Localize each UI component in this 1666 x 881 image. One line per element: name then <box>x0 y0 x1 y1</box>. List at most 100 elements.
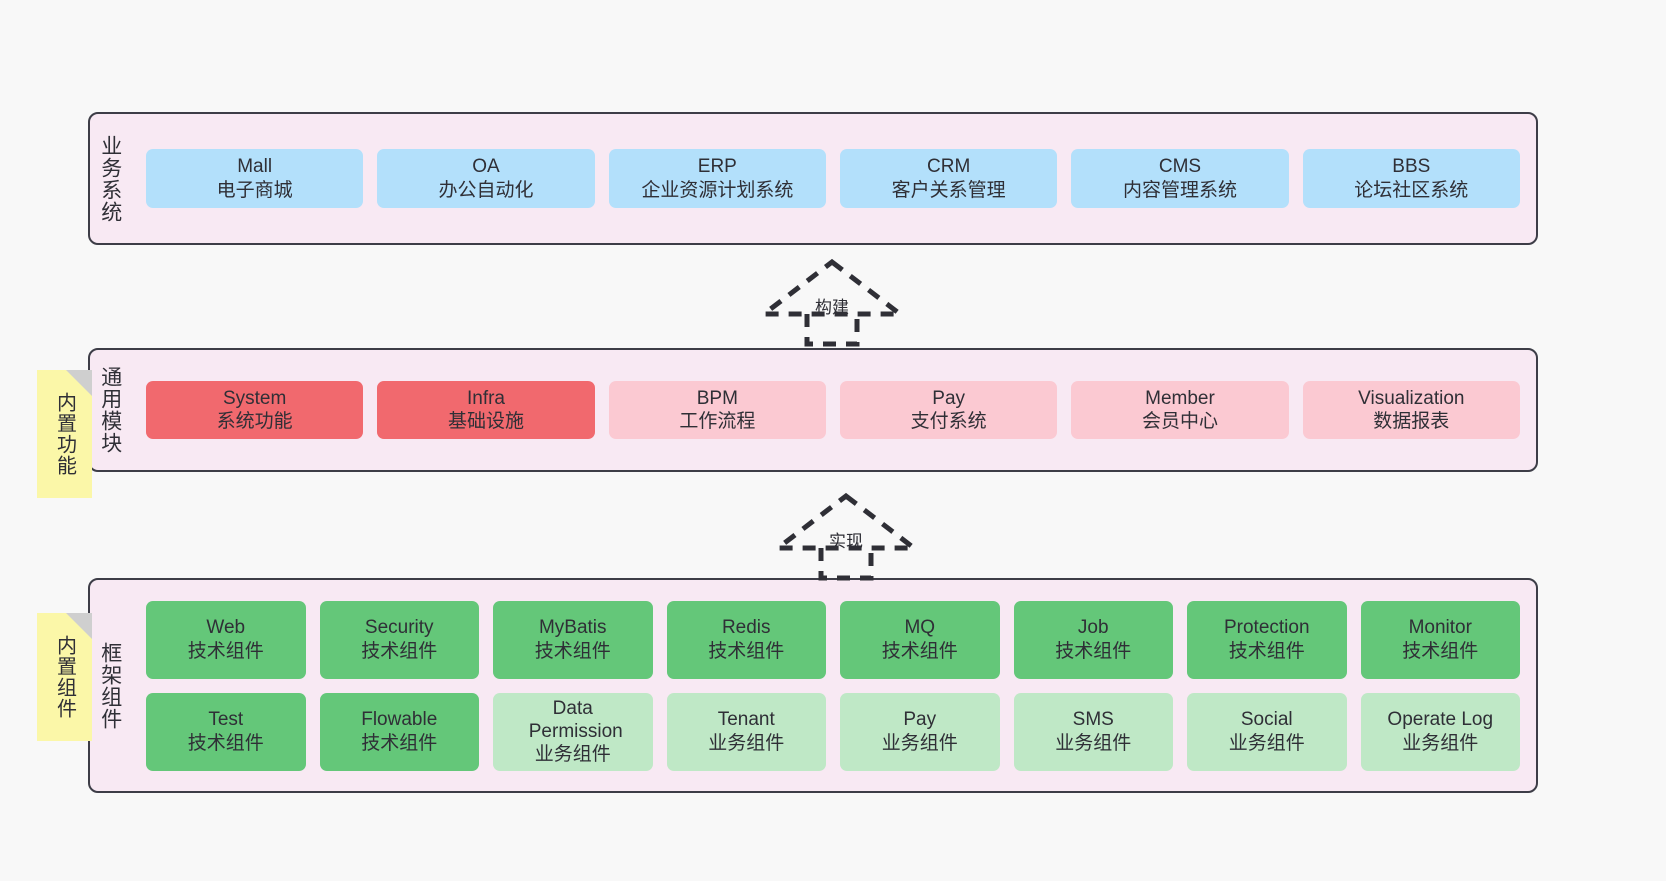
card-subtitle: 技术组件 <box>361 640 438 662</box>
card-visualization[interactable]: Visualization 数据报表 <box>1302 380 1520 440</box>
card-bbs[interactable]: BBS 论坛社区系统 <box>1302 149 1520 208</box>
card-subtitle: 业务组件 <box>1228 732 1305 754</box>
card-title: SMS <box>1072 709 1114 731</box>
card-social[interactable]: Social 业务组件 <box>1187 692 1347 771</box>
card-subtitle: 业务组件 <box>534 744 611 766</box>
card-subtitle: 数据报表 <box>1373 411 1450 432</box>
card-mq[interactable]: MQ 技术组件 <box>840 600 1000 679</box>
card-subtitle: 技术组件 <box>881 640 958 662</box>
card-title: Data Permission <box>528 697 623 742</box>
card-subtitle: 客户关系管理 <box>891 179 1006 201</box>
card-subtitle: 工作流程 <box>679 411 756 432</box>
card-title: Pay <box>903 709 937 731</box>
note-builtin-features: 内置功能 <box>37 370 92 498</box>
card-sms[interactable]: SMS 业务组件 <box>1013 692 1173 771</box>
card-row: System 系统功能 Infra 基础设施 BPM 工作流程 Pay 支付系统… <box>146 380 1520 440</box>
card-title: Web <box>206 617 246 639</box>
card-title: MQ <box>904 617 936 639</box>
connector-build-label: 构建 <box>815 298 849 317</box>
card-operate-log[interactable]: Operate Log 业务组件 <box>1360 692 1520 771</box>
card-subtitle: 支付系统 <box>910 411 987 432</box>
card-subtitle: 技术组件 <box>1228 640 1305 662</box>
card-subtitle: 系统功能 <box>216 411 293 432</box>
card-subtitle: 企业资源计划系统 <box>641 179 794 201</box>
card-subtitle: 业务组件 <box>1055 732 1132 754</box>
card-security[interactable]: Security 技术组件 <box>319 600 479 679</box>
card-subtitle: 电子商城 <box>216 179 293 201</box>
layer-title-framework-components: 框架组件 <box>98 641 122 730</box>
card-subtitle: 业务组件 <box>881 732 958 754</box>
layer-body-business-systems: Mall 电子商城 OA 办公自动化 ERP 企业资源计划系统 CRM 客户关系… <box>130 114 1536 243</box>
layer-common-modules: 通用模块 System 系统功能 Infra 基础设施 BPM 工作流程 Pay… <box>88 348 1538 472</box>
card-monitor[interactable]: Monitor 技术组件 <box>1360 600 1520 679</box>
card-title: Protection <box>1223 617 1310 639</box>
card-title: Mall <box>237 156 273 178</box>
card-erp[interactable]: ERP 企业资源计划系统 <box>608 149 826 208</box>
note-label: 内置组件 <box>53 635 76 719</box>
card-title: MyBatis <box>538 617 607 639</box>
card-member[interactable]: Member 会员中心 <box>1071 380 1289 440</box>
card-tenant[interactable]: Tenant 业务组件 <box>666 692 826 771</box>
card-title: CRM <box>927 156 971 178</box>
card-redis[interactable]: Redis 技术组件 <box>666 600 826 679</box>
card-mybatis[interactable]: MyBatis 技术组件 <box>493 600 653 679</box>
card-title: BPM <box>696 387 738 409</box>
card-title: Social <box>1240 709 1293 731</box>
card-oa[interactable]: OA 办公自动化 <box>377 149 595 208</box>
note-label: 内置功能 <box>53 392 76 476</box>
card-flowable[interactable]: Flowable 技术组件 <box>319 692 479 771</box>
card-title: Member <box>1145 387 1215 409</box>
connector-implement-icon <box>770 492 922 581</box>
card-data-permission[interactable]: Data Permission 业务组件 <box>493 692 653 771</box>
card-title: Pay <box>932 387 966 409</box>
layer-body-common-modules: System 系统功能 Infra 基础设施 BPM 工作流程 Pay 支付系统… <box>130 350 1536 470</box>
connector-build-icon <box>756 258 908 347</box>
card-subtitle: 技术组件 <box>1402 640 1479 662</box>
card-subtitle: 技术组件 <box>534 640 611 662</box>
layer-framework-components: 框架组件 Web 技术组件 Security 技术组件 MyBatis 技术组件… <box>88 578 1538 793</box>
note-fold-corner-icon <box>66 370 92 396</box>
connector-implement: 实现 <box>766 490 926 582</box>
card-row: Test 技术组件 Flowable 技术组件 Data Permission … <box>146 692 1520 771</box>
card-job[interactable]: Job 技术组件 <box>1013 600 1173 679</box>
connector-implement-label: 实现 <box>829 532 863 551</box>
card-title: Infra <box>466 387 505 409</box>
card-subtitle: 技术组件 <box>187 732 264 754</box>
card-title: OA <box>472 156 500 178</box>
card-title: Tenant <box>717 709 775 731</box>
layer-title-business-systems: 业务系统 <box>98 134 122 223</box>
note-builtin-components: 内置组件 <box>37 613 92 741</box>
card-subtitle: 会员中心 <box>1141 411 1218 432</box>
card-cms[interactable]: CMS 内容管理系统 <box>1071 149 1289 208</box>
card-title: Security <box>364 617 434 639</box>
card-web[interactable]: Web 技术组件 <box>146 600 306 679</box>
layer-title-common-modules: 通用模块 <box>98 366 122 454</box>
note-fold-corner-icon <box>66 613 92 639</box>
card-system[interactable]: System 系统功能 <box>146 380 364 440</box>
card-subtitle: 基础设施 <box>447 411 524 432</box>
card-title: CMS <box>1158 156 1202 178</box>
card-infra[interactable]: Infra 基础设施 <box>377 380 595 440</box>
card-title: System <box>222 387 287 409</box>
card-pay-component[interactable]: Pay 业务组件 <box>840 692 1000 771</box>
card-title: Flowable <box>361 709 438 731</box>
card-title: Operate Log <box>1387 709 1494 731</box>
card-pay[interactable]: Pay 支付系统 <box>839 380 1058 440</box>
card-subtitle: 技术组件 <box>187 640 264 662</box>
card-subtitle: 内容管理系统 <box>1122 179 1237 201</box>
card-title: Test <box>208 709 244 731</box>
layer-business-systems: 业务系统 Mall 电子商城 OA 办公自动化 ERP 企业资源计划系统 CRM… <box>88 112 1538 245</box>
card-subtitle: 技术组件 <box>708 640 785 662</box>
card-crm[interactable]: CRM 客户关系管理 <box>839 149 1058 208</box>
card-subtitle: 办公自动化 <box>438 179 534 201</box>
card-test[interactable]: Test 技术组件 <box>146 692 306 771</box>
card-title: BBS <box>1392 156 1431 178</box>
card-mall[interactable]: Mall 电子商城 <box>146 149 364 208</box>
card-title: Job <box>1077 617 1109 639</box>
card-subtitle: 业务组件 <box>708 732 785 754</box>
card-row: Mall 电子商城 OA 办公自动化 ERP 企业资源计划系统 CRM 客户关系… <box>146 149 1520 208</box>
card-bpm[interactable]: BPM 工作流程 <box>608 380 826 440</box>
card-title: ERP <box>697 156 737 178</box>
card-protection[interactable]: Protection 技术组件 <box>1187 600 1347 679</box>
